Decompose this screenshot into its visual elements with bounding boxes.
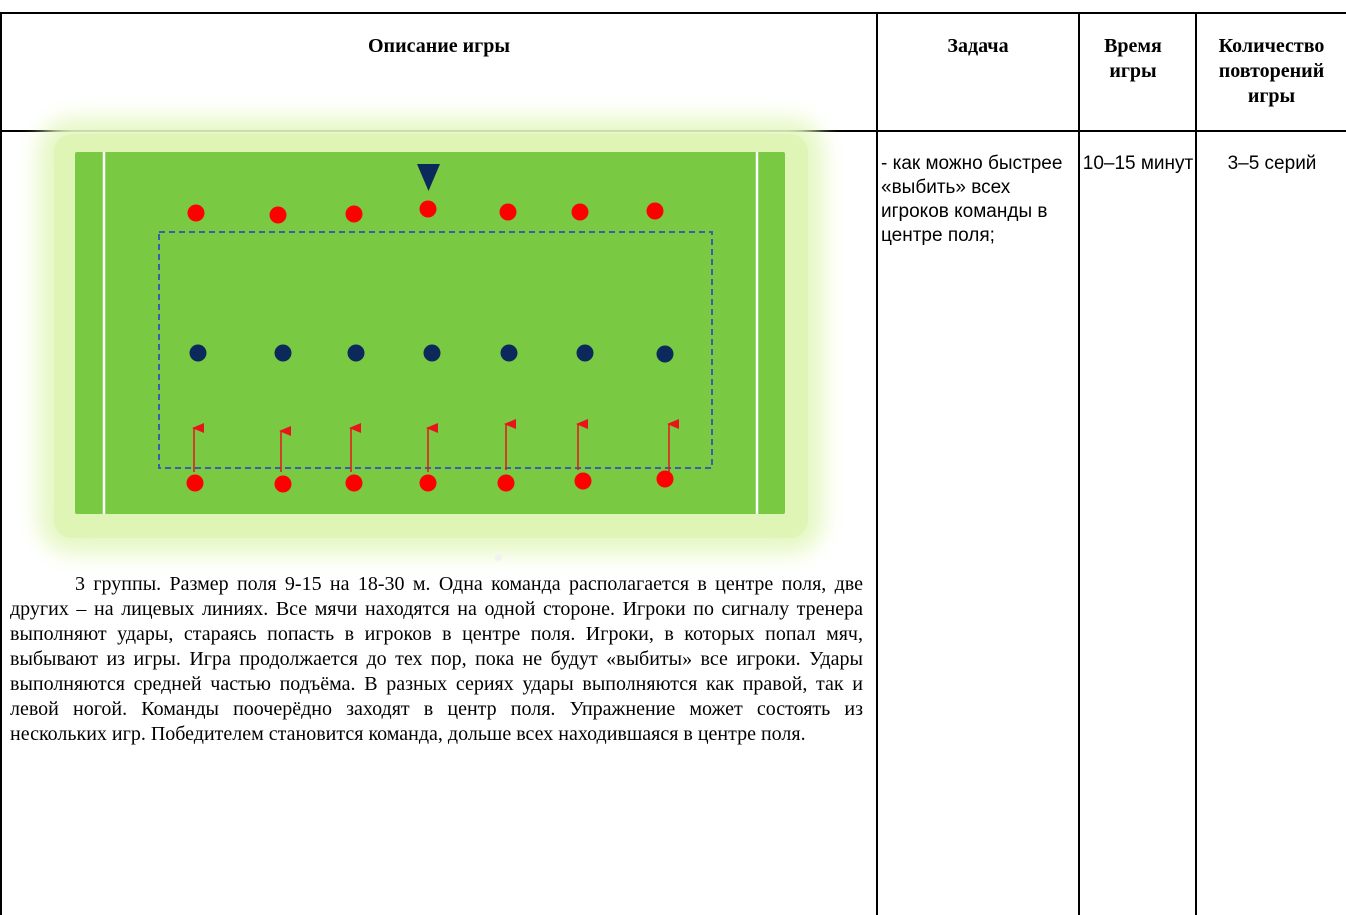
field-diagram xyxy=(46,126,816,546)
top-red-team xyxy=(187,200,664,224)
red-player xyxy=(345,474,363,492)
blue-player xyxy=(347,344,365,362)
column-divider-reps xyxy=(1195,12,1197,915)
table-left-border xyxy=(0,12,2,915)
blue-player xyxy=(189,344,207,362)
header-repetitions: Количество повторений игры xyxy=(1218,35,1325,107)
faint-dot xyxy=(495,554,502,561)
field-diagram-svg xyxy=(75,152,785,514)
red-player xyxy=(274,475,292,493)
column-divider-time xyxy=(1078,12,1080,915)
red-player xyxy=(499,203,517,221)
header-task: Задача xyxy=(947,35,1009,57)
task-text: - как можно быстрее «выбить» всех игроко… xyxy=(881,153,1063,246)
red-player xyxy=(187,204,205,222)
center-blue-team xyxy=(189,344,674,363)
blue-player xyxy=(656,345,674,363)
red-player xyxy=(345,205,363,223)
time-text: 10–15 минут xyxy=(1082,153,1194,174)
red-player xyxy=(574,472,592,490)
red-player xyxy=(186,474,204,492)
blue-player xyxy=(500,344,518,362)
header-time: Время игры xyxy=(1104,35,1162,82)
red-player xyxy=(269,206,287,224)
table-top-border xyxy=(0,12,1346,14)
kick-arrows xyxy=(192,419,679,472)
column-divider-task xyxy=(876,12,878,915)
coach-triangle-icon xyxy=(417,164,440,191)
blue-player xyxy=(274,344,292,362)
blue-player xyxy=(576,344,594,362)
red-player xyxy=(571,203,589,221)
red-player xyxy=(497,474,515,492)
repetitions-text: 3–5 серий xyxy=(1227,153,1317,174)
center-zone xyxy=(158,231,713,469)
red-player xyxy=(419,474,437,492)
header-bottom-border xyxy=(0,130,1346,132)
red-player xyxy=(646,202,664,220)
blue-player xyxy=(423,344,441,362)
game-description: 3 группы. Размер поля 9-15 на 18-30 м. О… xyxy=(10,573,863,745)
header-description: Описание игры xyxy=(368,35,510,57)
red-player xyxy=(656,470,674,488)
playing-field xyxy=(75,152,785,514)
red-player xyxy=(419,200,437,218)
bottom-red-team xyxy=(186,470,674,493)
